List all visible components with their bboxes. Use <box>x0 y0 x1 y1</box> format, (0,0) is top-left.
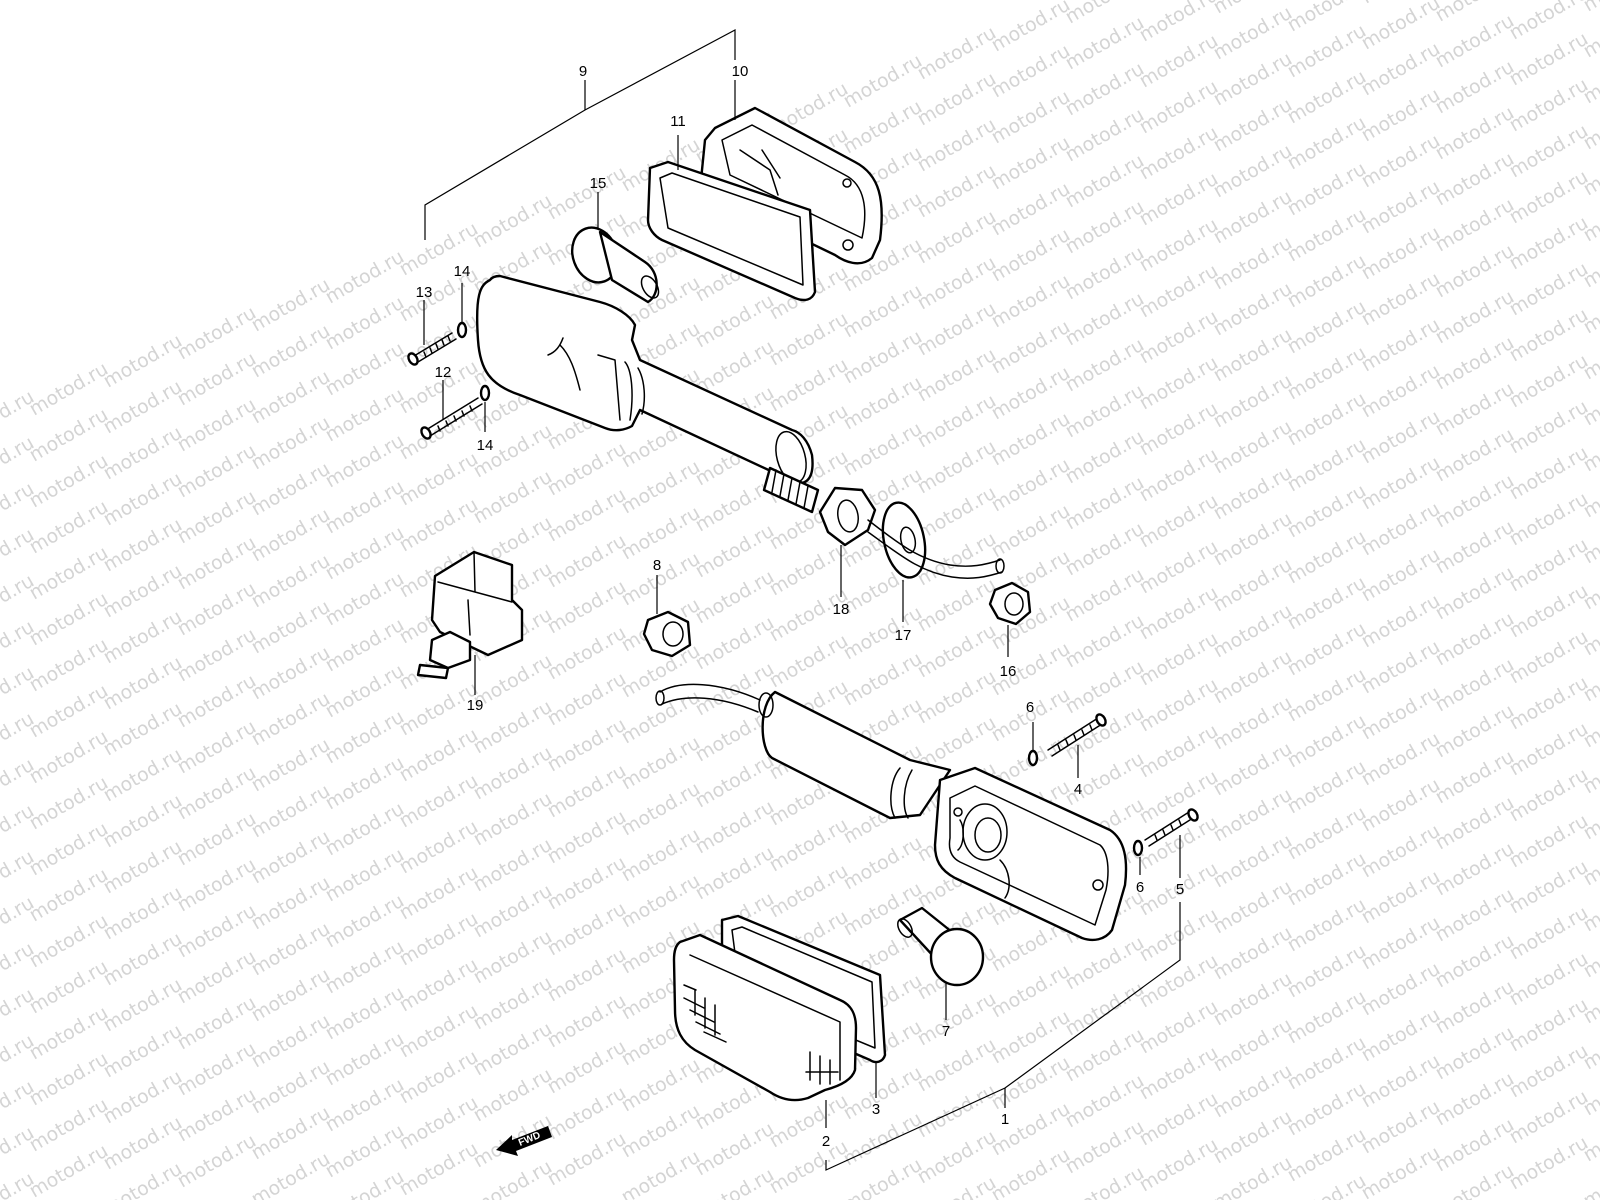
callout-5: 5 <box>1176 881 1184 898</box>
callout-16: 16 <box>1000 663 1017 680</box>
part-17-washer <box>881 501 927 622</box>
part-2-lower-lens <box>672 933 858 1128</box>
callout-19: 19 <box>467 697 484 714</box>
part-8-nut <box>642 575 692 658</box>
part-11-upper-gasket <box>646 135 817 302</box>
callout-6-upper: 6 <box>1026 699 1034 716</box>
threaded-stud <box>762 466 820 514</box>
callout-18: 18 <box>833 601 850 618</box>
callout-9: 9 <box>579 63 587 80</box>
upper-lamp-housing <box>475 274 814 485</box>
callout-7: 7 <box>942 1023 950 1040</box>
part-14-washer-lower <box>479 384 491 432</box>
part-15-upper-bulb <box>571 192 660 304</box>
part-13-screw <box>407 300 457 366</box>
part-14-washer-upper <box>456 283 468 339</box>
callout-17: 17 <box>895 627 912 644</box>
callout-14-lower: 14 <box>477 437 494 454</box>
callout-11: 11 <box>670 113 686 130</box>
part-18-rubber-washer <box>818 486 877 597</box>
callout-13: 13 <box>416 284 433 301</box>
part-5-screw <box>1144 808 1199 878</box>
part-16-nut <box>988 581 1032 657</box>
callout-6-lower: 6 <box>1136 879 1144 896</box>
group-1-bracket <box>825 902 1181 1171</box>
callout-2: 2 <box>822 1133 830 1150</box>
part-4-screw <box>1047 713 1107 778</box>
callout-labels: 9 10 11 15 14 13 12 14 8 18 17 16 19 6 4… <box>416 63 1185 1150</box>
callout-15: 15 <box>590 175 607 192</box>
lower-lamp-housing <box>655 683 1128 942</box>
callout-8: 8 <box>653 557 661 574</box>
callout-3: 3 <box>872 1101 880 1118</box>
group-9-bracket <box>424 29 736 240</box>
callout-1: 1 <box>1001 1111 1009 1128</box>
part-6-washer-upper <box>1027 722 1039 767</box>
upper-wire <box>867 519 1005 579</box>
callout-4: 4 <box>1074 781 1082 798</box>
callout-10: 10 <box>732 63 749 80</box>
part-6-washer-lower <box>1132 839 1144 875</box>
callout-12: 12 <box>435 364 452 381</box>
watermark-text: motod.ru <box>1580 0 1600 16</box>
part-10-upper-lens <box>698 80 883 265</box>
part-19-relay <box>416 550 524 695</box>
callout-14-upper: 14 <box>454 263 471 280</box>
part-12-screw <box>420 380 483 440</box>
part-7-lower-bulb <box>897 906 985 1020</box>
